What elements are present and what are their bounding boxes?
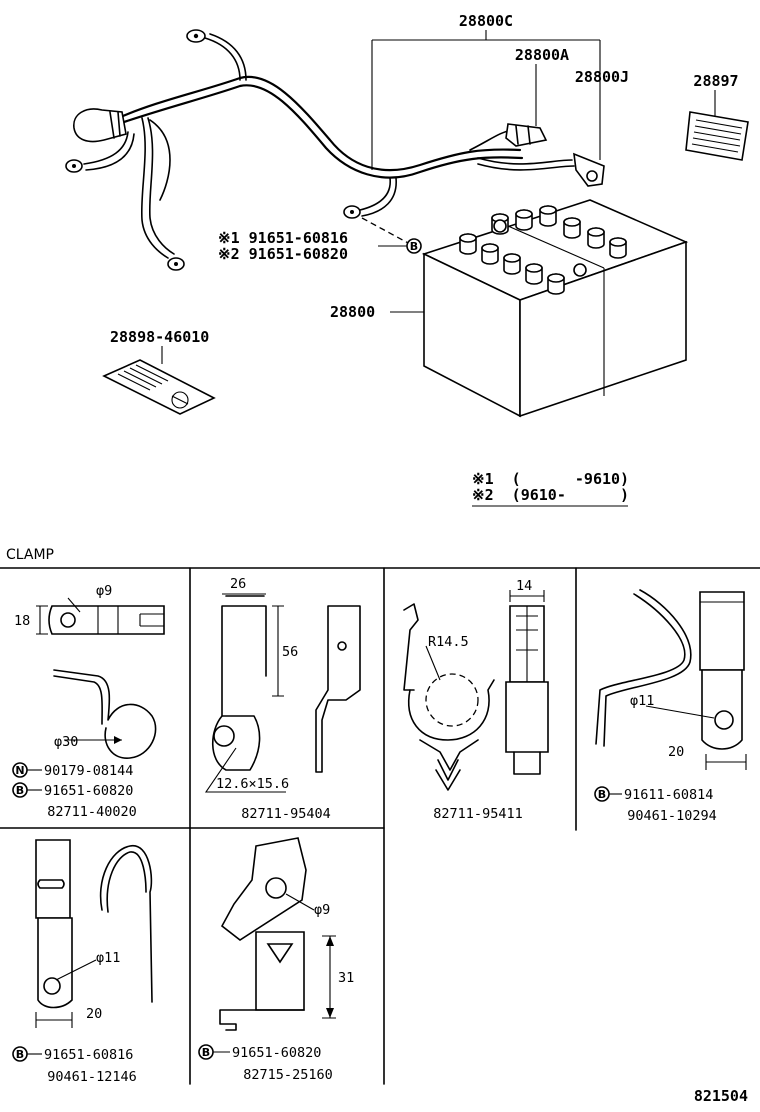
part-c5-a: 91651-60816 xyxy=(44,1047,133,1063)
dim-c5-width: 20 xyxy=(86,1006,102,1022)
part-no-c3: 82711-95411 xyxy=(433,806,522,822)
dim-c1-dia: φ30 xyxy=(54,734,78,750)
part-no-c4: 90461-10294 xyxy=(627,808,716,824)
callout-28800a: 28800A xyxy=(515,46,569,64)
dim-c2-slot: 12.6×15.6 xyxy=(216,776,289,792)
clamp-cell-4: φ11 20 B 91611-60814 90461-10294 xyxy=(594,589,747,824)
callout-bolt-1: ※1 91651-60816 xyxy=(218,229,348,247)
clamp-cell-1: φ9 18 φ30 N 90179-08144 B 91651-60820 82… xyxy=(12,583,165,820)
part-c1-b: 91651-60820 xyxy=(44,783,133,799)
part-c6-a: 91651-60820 xyxy=(232,1045,321,1061)
caution-label-28897 xyxy=(685,111,749,161)
marker-c1-b: B xyxy=(16,784,24,797)
callout-28898: 28898-46010 xyxy=(110,328,209,346)
marker-c4-a: B xyxy=(598,788,606,801)
dim-c6-height: 31 xyxy=(338,970,354,986)
marker-c6-a: B xyxy=(202,1046,210,1059)
wire-harness-drawing xyxy=(65,29,605,271)
part-no-c5: 90461-12146 xyxy=(47,1069,136,1085)
note-2: ※2 (9610- ) xyxy=(472,486,629,504)
part-c4-a: 91611-60814 xyxy=(624,787,713,803)
note-1: ※1 ( -9610) xyxy=(472,470,629,488)
part-no-c6: 82715-25160 xyxy=(243,1067,332,1083)
dim-c2-height: 56 xyxy=(282,644,298,660)
clamp-cell-3: 14 R14.5 82711-95411 xyxy=(403,578,549,822)
clamp-section-title: CLAMP xyxy=(6,547,54,563)
dim-c5-hole: φ11 xyxy=(96,950,120,966)
dim-c1-height: 18 xyxy=(14,613,30,629)
dim-c3-radius: R14.5 xyxy=(428,634,469,650)
battery xyxy=(421,199,689,418)
dim-c4-width: 20 xyxy=(668,744,684,760)
marker-c5-a: B xyxy=(16,1048,24,1061)
clamp-cell-6: φ9 31 B 91651-60820 82715-25160 xyxy=(198,837,354,1083)
callout-28800c: 28800C xyxy=(459,12,513,30)
drawing-number: 821504 xyxy=(694,1087,748,1105)
part-no-c1: 82711-40020 xyxy=(47,804,136,820)
callout-28897: 28897 xyxy=(693,72,738,90)
callout-lines xyxy=(161,30,716,364)
clamp-cell-2: 26 56 12.6×15.6 82711-95404 xyxy=(204,576,361,822)
connector-28800a xyxy=(505,123,548,147)
marker-c1-a: N xyxy=(15,764,24,777)
dim-c1-hole: φ9 xyxy=(96,583,112,599)
part-no-c2: 82711-95404 xyxy=(241,806,330,822)
battery-post xyxy=(493,219,507,233)
callout-28800: 28800 xyxy=(330,303,375,321)
clamp-cell-5: φ11 20 B 91651-60816 90461-12146 xyxy=(12,839,153,1085)
callout-28800j: 28800J xyxy=(575,68,629,86)
dim-c3-width: 14 xyxy=(516,578,532,594)
clamp-grid-lines xyxy=(0,567,760,1085)
dim-c2-width: 26 xyxy=(230,576,246,592)
warning-label-28898 xyxy=(102,359,216,415)
battery-post xyxy=(573,263,587,277)
part-c1-a: 90179-08144 xyxy=(44,763,133,779)
dim-c4-hole: φ11 xyxy=(630,693,654,709)
callout-bolt-2: ※2 91651-60820 xyxy=(218,245,348,263)
dim-c6-hole: φ9 xyxy=(314,902,330,918)
bolt-marker-letter: B xyxy=(410,240,418,253)
bolt-marker-b xyxy=(406,238,422,254)
